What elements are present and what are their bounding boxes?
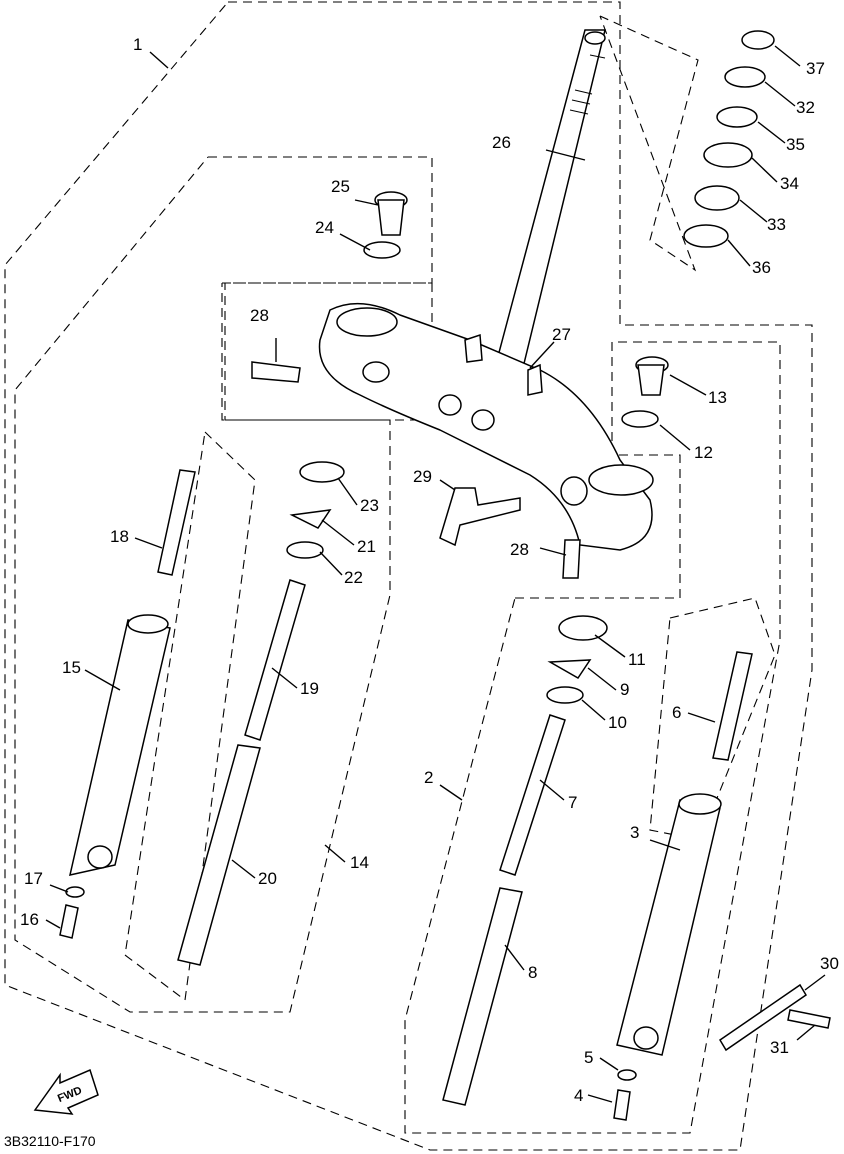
boundary-right-outer bbox=[649, 597, 776, 841]
callout-28-upper: 28 bbox=[250, 306, 269, 325]
callout-2: 2 bbox=[424, 768, 433, 787]
callout-23: 23 bbox=[360, 496, 379, 515]
callout-12: 12 bbox=[694, 443, 713, 462]
cap-11 bbox=[558, 615, 608, 641]
right-fork bbox=[442, 356, 753, 1121]
callout-10: 10 bbox=[608, 713, 627, 732]
boundary-assembly-1 bbox=[4, 1, 813, 1151]
left-fork bbox=[59, 191, 408, 966]
callout-3: 3 bbox=[630, 823, 639, 842]
figure-code: 3B32110-F170 bbox=[4, 1133, 96, 1149]
steering-stem bbox=[480, 29, 606, 381]
callout-16: 16 bbox=[20, 910, 39, 929]
hose-guide-29 bbox=[439, 487, 521, 547]
bolt-28-lower bbox=[562, 539, 581, 579]
callout-11: 11 bbox=[628, 650, 646, 669]
fwd-arrow: FWD bbox=[33, 1068, 99, 1115]
callout-1: 1 bbox=[133, 35, 142, 54]
callout-14: 14 bbox=[350, 853, 369, 872]
callout-20: 20 bbox=[258, 869, 277, 888]
group-boundaries bbox=[4, 1, 813, 1151]
under-bracket bbox=[318, 302, 654, 551]
ball-race-36 bbox=[683, 224, 729, 248]
seal-10 bbox=[546, 686, 584, 704]
callout-13: 13 bbox=[708, 388, 727, 407]
callout-15: 15 bbox=[62, 658, 81, 677]
callout-36: 36 bbox=[752, 258, 771, 277]
callout-35: 35 bbox=[786, 135, 805, 154]
boundary-bearings bbox=[599, 15, 699, 272]
cup-34 bbox=[703, 142, 753, 168]
callout-30: 30 bbox=[820, 954, 839, 973]
bolt-28-upper bbox=[251, 361, 301, 383]
ring-nut-37 bbox=[741, 30, 775, 50]
ball-race-35 bbox=[716, 106, 758, 128]
washer-32 bbox=[724, 66, 766, 88]
boundary-left-outer bbox=[124, 431, 256, 1002]
bolt-16 bbox=[59, 904, 79, 939]
callout-24: 24 bbox=[315, 218, 334, 237]
washer-17 bbox=[65, 886, 85, 898]
leader-lines bbox=[45, 45, 826, 1103]
callout-17: 17 bbox=[24, 869, 43, 888]
inner-tube-20 bbox=[177, 744, 261, 966]
callout-7: 7 bbox=[568, 793, 577, 812]
callout-22: 22 bbox=[344, 568, 363, 587]
damper-rod-18 bbox=[157, 469, 196, 576]
callout-18: 18 bbox=[110, 527, 129, 546]
seal-22 bbox=[286, 541, 324, 559]
boundary-right-fork-2 bbox=[404, 341, 781, 1134]
callout-33: 33 bbox=[767, 215, 786, 234]
outer-tube-15 bbox=[69, 619, 171, 876]
callout-26: 26 bbox=[492, 133, 511, 152]
callout-4: 4 bbox=[574, 1086, 583, 1105]
bearing-parts bbox=[683, 30, 775, 248]
damper-rod-6 bbox=[712, 651, 753, 761]
cap-23 bbox=[299, 461, 345, 483]
callout-28-lower: 28 bbox=[510, 540, 529, 559]
callout-25: 25 bbox=[331, 177, 350, 196]
callout-labels: 1 2 3 4 5 6 7 8 9 10 11 12 13 14 15 16 1… bbox=[20, 35, 839, 1105]
o-ring-12 bbox=[621, 410, 659, 428]
bolt-4 bbox=[613, 1089, 631, 1121]
callout-27: 27 bbox=[552, 325, 571, 344]
o-ring-24 bbox=[363, 241, 401, 259]
inner-tube-8 bbox=[442, 887, 523, 1106]
callout-29: 29 bbox=[413, 467, 432, 486]
callout-9: 9 bbox=[620, 680, 629, 699]
clip-9 bbox=[547, 659, 592, 679]
washer-5 bbox=[617, 1069, 637, 1081]
callout-8: 8 bbox=[528, 963, 537, 982]
spring-7 bbox=[499, 714, 566, 876]
callout-19: 19 bbox=[300, 679, 319, 698]
callout-5: 5 bbox=[584, 1048, 593, 1067]
spring-19 bbox=[244, 579, 306, 741]
callout-37: 37 bbox=[806, 59, 825, 78]
callout-32: 32 bbox=[796, 98, 815, 117]
clip-21 bbox=[289, 509, 332, 529]
cone-33 bbox=[694, 185, 740, 211]
bolt-31 bbox=[787, 1009, 831, 1029]
misc-parts bbox=[251, 361, 831, 1052]
callout-21: 21 bbox=[357, 537, 376, 556]
callout-6: 6 bbox=[672, 703, 681, 722]
bracket-30 bbox=[718, 983, 808, 1052]
boundary-left-fork-14 bbox=[14, 156, 433, 1013]
callout-34: 34 bbox=[780, 174, 799, 193]
callout-31: 31 bbox=[770, 1038, 789, 1057]
